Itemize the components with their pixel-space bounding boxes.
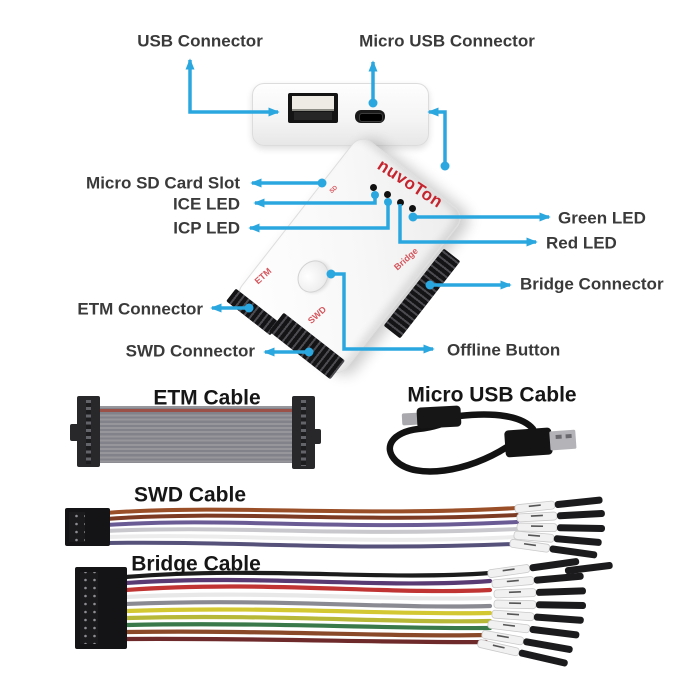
etm-connector-left-pins bbox=[86, 400, 91, 464]
dot-swd-connector bbox=[304, 347, 314, 357]
label-etm-connector: ETM Connector bbox=[77, 299, 203, 319]
ice-led-dot bbox=[370, 184, 377, 191]
bridge-cable-pins bbox=[477, 558, 613, 667]
label-ice-led: ICE LED bbox=[172, 194, 240, 214]
label-swd-cable: SWD Cable bbox=[133, 483, 247, 507]
label-micro-sd-card-slot: Micro SD Card Slot bbox=[86, 173, 240, 193]
usb-a-port bbox=[288, 93, 338, 123]
dot-bridge-connector bbox=[425, 280, 435, 290]
label-bridge-cable: Bridge Cable bbox=[131, 552, 261, 576]
etm-connector-right-notch bbox=[313, 429, 321, 444]
arrow-usb-connector bbox=[185, 58, 280, 117]
etm-connector-right-pins bbox=[301, 400, 306, 466]
usb-port-tongue bbox=[292, 96, 334, 111]
micro-usb-cable-photo bbox=[386, 405, 577, 475]
arrow-icp-led bbox=[248, 202, 390, 233]
label-offline-button: Offline Button bbox=[447, 340, 561, 360]
etm-cable-ribbon bbox=[99, 406, 293, 463]
swd-cable-pins bbox=[509, 496, 605, 559]
usb-a-plug bbox=[504, 427, 577, 458]
label-red-led: Red LED bbox=[546, 233, 617, 253]
label-micro-usb-connector: Micro USB Connector bbox=[359, 31, 535, 51]
arrow-red-led bbox=[398, 204, 538, 247]
label-micro-usb-cable: Micro USB Cable bbox=[407, 383, 577, 407]
dot-side-view-link bbox=[440, 161, 450, 171]
label-bridge-connector: Bridge Connector bbox=[520, 274, 664, 294]
arrow-ice-led bbox=[253, 195, 377, 208]
etm-connector-left-notch bbox=[70, 424, 79, 441]
label-swd-connector: SWD Connector bbox=[125, 341, 255, 361]
callout-arrows bbox=[185, 58, 551, 357]
etm-ribbon-pin1-stripe bbox=[99, 409, 293, 412]
dot-etm-connector bbox=[244, 303, 254, 313]
dot-green-led bbox=[408, 212, 418, 222]
arrow-offline-button bbox=[331, 272, 435, 354]
label-icp-led: ICP LED bbox=[173, 218, 240, 238]
icp-led-dot bbox=[384, 191, 391, 198]
usb-port-cavity bbox=[294, 112, 332, 120]
swd-cable-photo bbox=[65, 496, 605, 559]
micro-usb-plug bbox=[401, 405, 462, 429]
green-led-dot bbox=[409, 205, 416, 212]
dot-micro-sd bbox=[317, 178, 327, 188]
dot-icp-led bbox=[384, 198, 392, 206]
label-green-led: Green LED bbox=[558, 208, 646, 228]
red-led-dot bbox=[397, 199, 404, 206]
dot-offline-button bbox=[326, 269, 336, 279]
micro-usb-port-cavity bbox=[359, 113, 383, 122]
dot-ice-led bbox=[371, 191, 379, 199]
label-etm-cable: ETM Cable bbox=[153, 386, 261, 410]
bridge-cable-photo bbox=[75, 558, 613, 667]
micro-usb-port bbox=[355, 110, 385, 123]
arrow-side-view-link bbox=[427, 107, 447, 165]
dot-micro-usb bbox=[368, 98, 378, 108]
label-usb-connector: USB Connector bbox=[137, 31, 263, 51]
device-side-view bbox=[252, 83, 429, 146]
